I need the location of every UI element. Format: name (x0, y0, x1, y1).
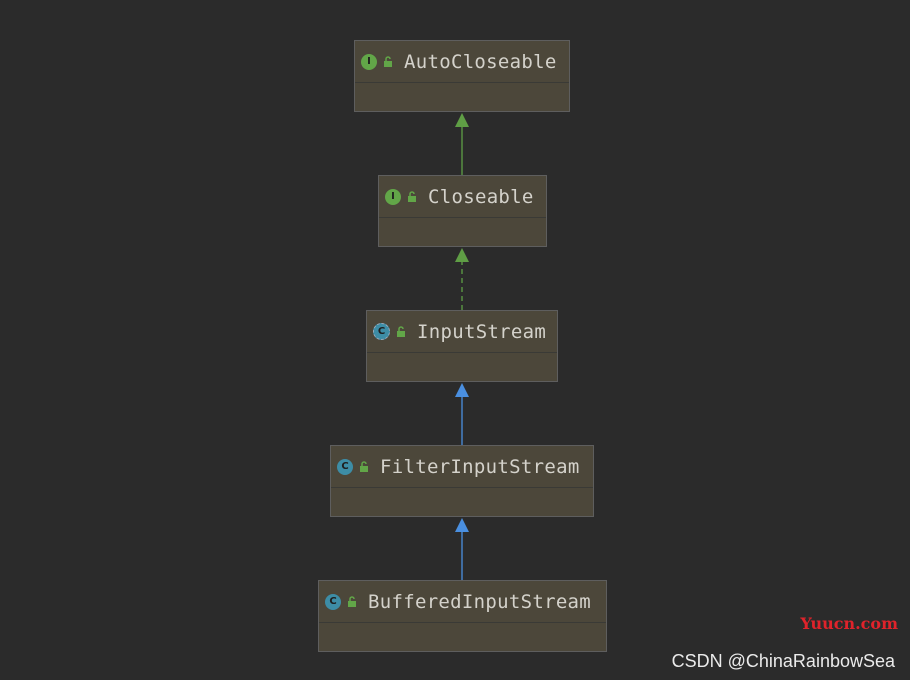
author-watermark: CSDN @ChinaRainbowSea (671, 651, 895, 671)
node-inputstream[interactable]: C InputStream (366, 310, 558, 382)
node-filterinputstream[interactable]: C FilterInputStream (330, 445, 594, 517)
node-header: I Closeable (379, 176, 546, 218)
public-lock-icon (360, 460, 368, 472)
node-name: BufferedInputStream (368, 590, 592, 613)
arrowhead-autocloseable (455, 113, 469, 127)
site-watermark: Yuucn.com (800, 614, 898, 633)
interface-icon: I (361, 53, 377, 70)
node-members (331, 488, 593, 515)
interface-icon: I (385, 188, 401, 205)
node-name: Closeable (428, 185, 534, 208)
node-members (355, 83, 569, 110)
node-name: FilterInputStream (380, 455, 580, 478)
arrowhead-filterinputstream (455, 518, 469, 532)
public-lock-icon (397, 325, 405, 337)
node-members (367, 353, 557, 380)
node-members (319, 623, 606, 650)
public-lock-icon (408, 190, 416, 202)
node-header: I AutoCloseable (355, 41, 569, 83)
class-icon: C (337, 458, 353, 475)
node-autocloseable[interactable]: I AutoCloseable (354, 40, 570, 112)
abstract-class-icon: C (373, 323, 390, 340)
node-name: AutoCloseable (404, 50, 557, 73)
arrowhead-closeable (455, 248, 469, 262)
node-members (379, 218, 546, 245)
public-lock-icon (384, 55, 392, 67)
node-header: C BufferedInputStream (319, 581, 606, 623)
arrowhead-inputstream (455, 383, 469, 397)
public-lock-icon (348, 595, 356, 607)
node-closeable[interactable]: I Closeable (378, 175, 547, 247)
class-icon: C (325, 593, 341, 610)
node-header: C InputStream (367, 311, 557, 353)
node-header: C FilterInputStream (331, 446, 593, 488)
node-bufferedinputstream[interactable]: C BufferedInputStream (318, 580, 607, 652)
node-name: InputStream (417, 320, 547, 343)
